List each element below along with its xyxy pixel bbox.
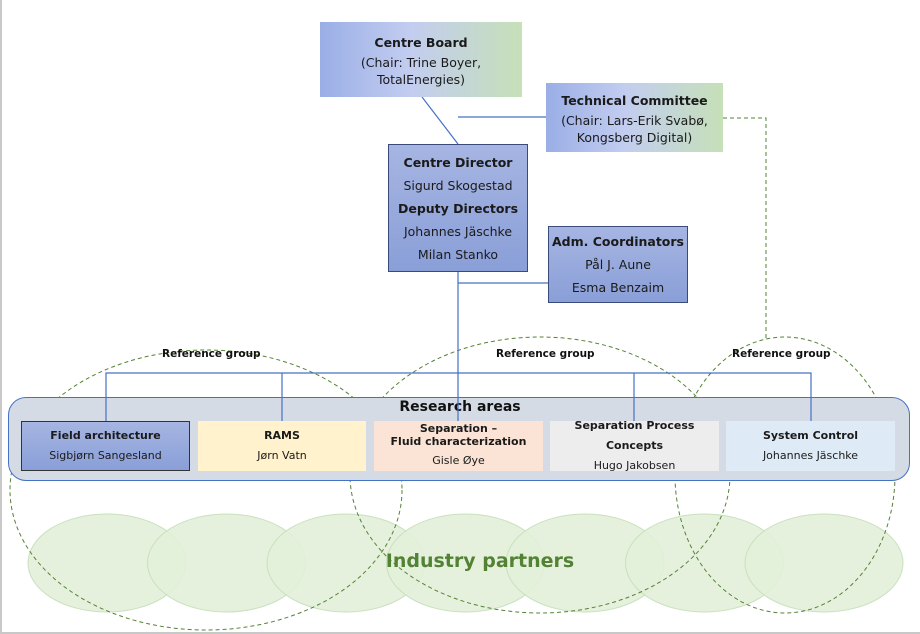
- industry-partners-label: Industry partners: [385, 550, 575, 572]
- reference-group-label: Reference group: [496, 348, 595, 360]
- industry-partner-circle: [744, 513, 904, 613]
- reference-group-ellipse-1: [9, 349, 403, 631]
- centre-director-box[interactable]: Centre Director Sigurd Skogestad Deputy …: [388, 144, 528, 272]
- adm-coordinator-name: Pål J. Aune: [585, 257, 651, 272]
- deputy-director-name: Johannes Jäschke: [403, 223, 513, 239]
- adm-coordinator-name: Esma Benzaim: [571, 280, 665, 295]
- research-area-separation-fluid[interactable]: Separation – Fluid characterization Gisl…: [374, 421, 543, 471]
- research-areas-title: Research areas: [399, 399, 521, 415]
- research-area-field-architecture[interactable]: Field architecture Sigbjørn Sangesland: [21, 421, 190, 471]
- technical-committee-title: Technical Committee: [561, 92, 708, 108]
- area-title: RAMS: [264, 429, 300, 442]
- area-lead: Jørn Vatn: [257, 449, 307, 462]
- area-title: Separation Process Concepts: [574, 419, 695, 452]
- board-to-director-line: [421, 96, 459, 145]
- area-title: System Control: [762, 429, 859, 442]
- centre-director-name: Sigurd Skogestad: [403, 177, 513, 193]
- adm-coordinators-title: Adm. Coordinators: [552, 234, 684, 249]
- area-title: Field architecture: [50, 429, 161, 442]
- centre-director-title: Centre Director: [403, 154, 513, 170]
- research-area-rams[interactable]: RAMS Jørn Vatn: [198, 421, 366, 471]
- industry-partner-circles: [27, 513, 904, 613]
- technical-committee-box[interactable]: Technical Committee (Chair: Lars-Erik Sv…: [546, 83, 723, 152]
- centre-board-box[interactable]: Centre Board (Chair: Trine Boyer, TotalE…: [320, 22, 522, 97]
- deputy-directors-title: Deputy Directors: [397, 200, 519, 216]
- technical-committee-chair: (Chair: Lars-Erik Svabø,: [561, 112, 708, 128]
- centre-board-org: TotalEnergies): [376, 72, 466, 87]
- area-lead: Gisle Øye: [432, 453, 485, 467]
- reference-group-label: Reference group: [732, 348, 831, 360]
- centre-board-title: Centre Board: [374, 35, 468, 50]
- centre-board-chair: (Chair: Trine Boyer,: [360, 55, 482, 70]
- deputy-director-name: Milan Stanko: [417, 246, 499, 262]
- area-title: Separation –: [419, 421, 498, 435]
- area-title-line2: Fluid characterization: [390, 434, 527, 448]
- research-area-system-control[interactable]: System Control Johannes Jäschke: [726, 421, 895, 471]
- research-area-separation-process-concepts[interactable]: Separation Process Concepts Hugo Jakobse…: [550, 419, 719, 472]
- area-lead: Johannes Jäschke: [762, 449, 859, 462]
- technical-committee-org: Kongsberg Digital): [576, 129, 693, 145]
- area-lead: Sigbjørn Sangesland: [49, 449, 162, 462]
- area-lead: Hugo Jakobsen: [593, 459, 676, 472]
- adm-coordinators-box[interactable]: Adm. Coordinators Pål J. Aune Esma Benza…: [548, 226, 688, 303]
- reference-group-label: Reference group: [162, 348, 261, 360]
- technical-committee-dashed-link: [723, 117, 767, 338]
